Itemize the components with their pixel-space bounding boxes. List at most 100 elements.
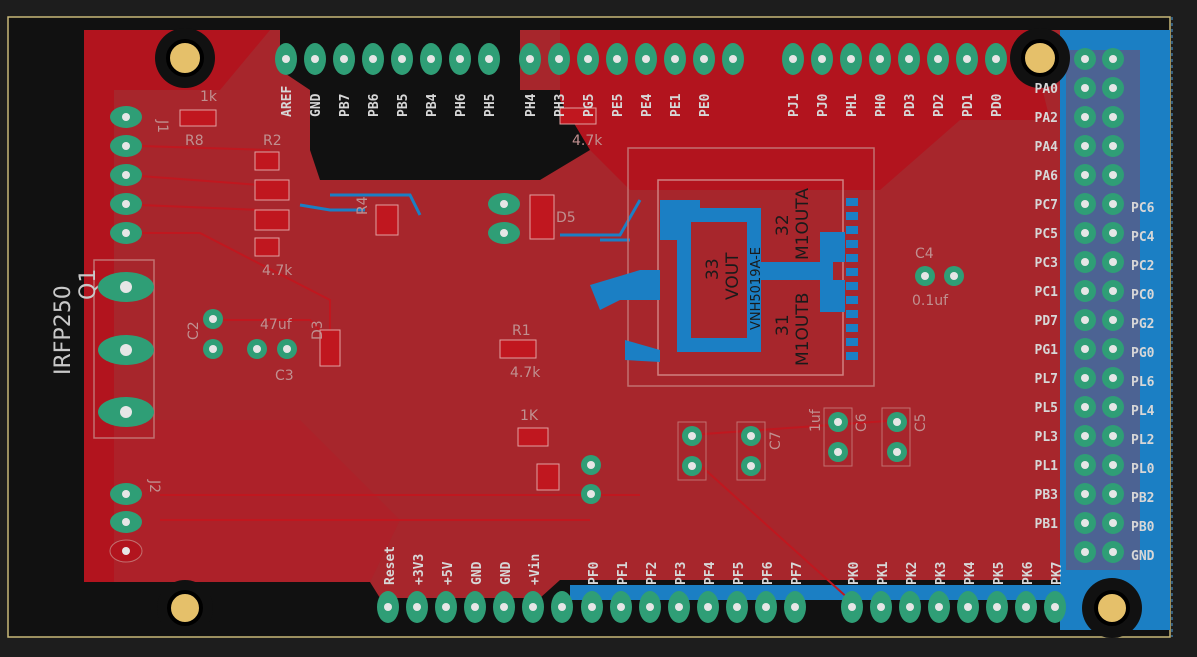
header-bottom-pin[interactable] bbox=[697, 591, 719, 623]
header-bottom-pin[interactable] bbox=[957, 591, 979, 623]
header-right-pin[interactable] bbox=[1102, 48, 1124, 70]
header-right-pin[interactable] bbox=[1102, 106, 1124, 128]
header-top-pin[interactable] bbox=[956, 43, 978, 75]
header-right-pin[interactable] bbox=[1074, 222, 1096, 244]
header-top-pin[interactable] bbox=[927, 43, 949, 75]
header-right-pin[interactable] bbox=[1102, 396, 1124, 418]
header-right-pin[interactable] bbox=[1074, 541, 1096, 563]
header-top-pin[interactable] bbox=[391, 43, 413, 75]
header-bottom-pin[interactable] bbox=[406, 591, 428, 623]
header-right-pin[interactable] bbox=[1102, 512, 1124, 534]
header-right-pin[interactable] bbox=[1074, 280, 1096, 302]
header-right-pin[interactable] bbox=[1074, 454, 1096, 476]
header-bottom-pin[interactable] bbox=[639, 591, 661, 623]
header-bottom-pin[interactable] bbox=[522, 591, 544, 623]
chip-courtyard bbox=[627, 147, 875, 387]
header-right-pin[interactable] bbox=[1102, 425, 1124, 447]
header-top-pin[interactable] bbox=[577, 43, 599, 75]
header-bottom-pin[interactable] bbox=[899, 591, 921, 623]
header-top-pin[interactable] bbox=[898, 43, 920, 75]
header-top-pin[interactable] bbox=[362, 43, 384, 75]
header-bottom-pin[interactable] bbox=[581, 591, 603, 623]
header-right-pin[interactable] bbox=[1102, 251, 1124, 273]
header-right-pin[interactable] bbox=[1102, 309, 1124, 331]
header-right-pin[interactable] bbox=[1074, 338, 1096, 360]
header-bottom-pin[interactable] bbox=[668, 591, 690, 623]
header-top-pin[interactable] bbox=[449, 43, 471, 75]
header-top-left[interactable] bbox=[275, 43, 500, 75]
header-bottom-pin[interactable] bbox=[870, 591, 892, 623]
header-right-pin[interactable] bbox=[1102, 541, 1124, 563]
header-top-pin[interactable] bbox=[782, 43, 804, 75]
header-right-pin[interactable] bbox=[1074, 512, 1096, 534]
header-right-pin[interactable] bbox=[1074, 251, 1096, 273]
header-bottom-pin[interactable] bbox=[610, 591, 632, 623]
header-right-label: PL5 bbox=[1035, 401, 1058, 416]
header-top-mid[interactable] bbox=[519, 43, 744, 75]
header-right-pin[interactable] bbox=[1102, 77, 1124, 99]
header-right-pin[interactable] bbox=[1074, 367, 1096, 389]
header-right-pin[interactable] bbox=[1074, 106, 1096, 128]
header-right-pin[interactable] bbox=[1074, 135, 1096, 157]
header-bottom-pin[interactable] bbox=[928, 591, 950, 623]
header-top-pin[interactable] bbox=[548, 43, 570, 75]
j1-pads[interactable] bbox=[110, 106, 142, 244]
header-right-pin[interactable] bbox=[1074, 48, 1096, 70]
header-right-pin[interactable] bbox=[1074, 77, 1096, 99]
header-right-pin[interactable] bbox=[1102, 164, 1124, 186]
header-top-pin[interactable] bbox=[420, 43, 442, 75]
j2-pads[interactable] bbox=[109, 483, 143, 563]
header-bottom-pin[interactable] bbox=[435, 591, 457, 623]
header-bottom-pin[interactable] bbox=[726, 591, 748, 623]
header-top-pin[interactable] bbox=[840, 43, 862, 75]
header-top-pin[interactable] bbox=[635, 43, 657, 75]
header-bottom-pin[interactable] bbox=[1044, 591, 1066, 623]
header-bottom-pin[interactable] bbox=[377, 591, 399, 623]
header-bottom-pin[interactable] bbox=[986, 591, 1008, 623]
header-right-pin[interactable] bbox=[1074, 309, 1096, 331]
header-right-pin[interactable] bbox=[1074, 193, 1096, 215]
header-right-pin[interactable] bbox=[1102, 367, 1124, 389]
header-top-pin[interactable] bbox=[722, 43, 744, 75]
header-top-pin[interactable] bbox=[606, 43, 628, 75]
header-right-double-row[interactable] bbox=[1074, 48, 1124, 563]
header-top-pin[interactable] bbox=[333, 43, 355, 75]
header-right-pin[interactable] bbox=[1102, 338, 1124, 360]
header-top-pin[interactable] bbox=[664, 43, 686, 75]
header-bottom-pin[interactable] bbox=[841, 591, 863, 623]
header-top-pin[interactable] bbox=[811, 43, 833, 75]
header-right-pin[interactable] bbox=[1102, 454, 1124, 476]
c2-c3-pads[interactable] bbox=[203, 309, 297, 359]
header-bottom-pf[interactable] bbox=[581, 591, 806, 623]
header-top-pin[interactable] bbox=[275, 43, 297, 75]
header-top-pin[interactable] bbox=[478, 43, 500, 75]
header-right-pin[interactable] bbox=[1102, 280, 1124, 302]
header-top-pin[interactable] bbox=[519, 43, 541, 75]
header-right-pin[interactable] bbox=[1074, 164, 1096, 186]
header-bottom-pin[interactable] bbox=[1015, 591, 1037, 623]
header-bottom-pin[interactable] bbox=[784, 591, 806, 623]
header-top-pin[interactable] bbox=[869, 43, 891, 75]
header-right-pin[interactable] bbox=[1074, 483, 1096, 505]
header-top-right[interactable] bbox=[782, 43, 1007, 75]
header-bottom-pin[interactable] bbox=[755, 591, 777, 623]
header-right-pin[interactable] bbox=[1102, 135, 1124, 157]
header-bottom-pin[interactable] bbox=[551, 591, 573, 623]
header-right-pin[interactable] bbox=[1074, 425, 1096, 447]
header-right-pin[interactable] bbox=[1102, 483, 1124, 505]
header-top-pin[interactable] bbox=[693, 43, 715, 75]
smd-parts[interactable] bbox=[179, 107, 597, 491]
header-right-pin[interactable] bbox=[1102, 193, 1124, 215]
mid-pads[interactable] bbox=[488, 193, 964, 504]
q1-pads[interactable] bbox=[98, 272, 154, 427]
header-bottom-pin[interactable] bbox=[464, 591, 486, 623]
header-bottom-pin[interactable] bbox=[493, 591, 515, 623]
header-top-pin[interactable] bbox=[985, 43, 1007, 75]
header-bottom-pk[interactable] bbox=[841, 591, 1066, 623]
header-right-pin[interactable] bbox=[1102, 222, 1124, 244]
header-bottom-power[interactable] bbox=[377, 591, 573, 623]
header-top-pin[interactable] bbox=[304, 43, 326, 75]
header-right-label: PL0 bbox=[1131, 462, 1155, 477]
header-right-pin[interactable] bbox=[1074, 396, 1096, 418]
